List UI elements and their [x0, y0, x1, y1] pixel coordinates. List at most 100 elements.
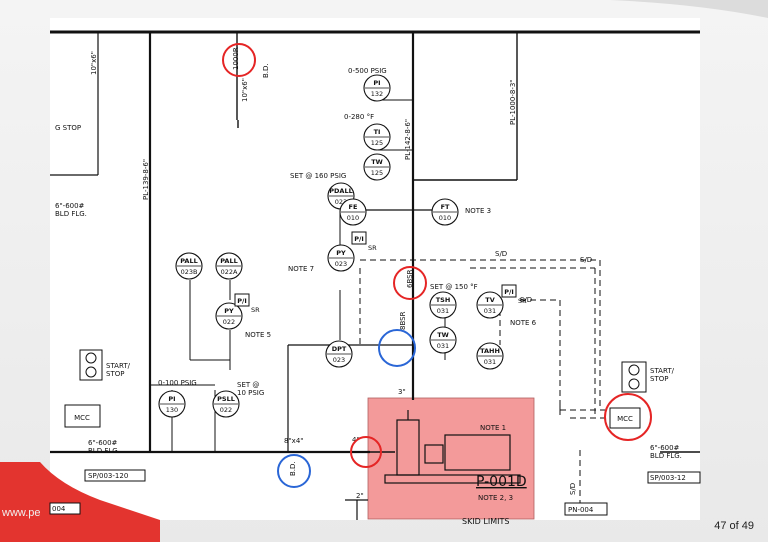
instrument-function: PI [373, 79, 380, 87]
instrument-pall-022a: PALL 022A [215, 252, 243, 280]
instrument-loop-number: 031 [484, 358, 496, 366]
set-10-label: SET @10 PSIG [237, 381, 264, 397]
transducer-sub: SR [251, 306, 260, 314]
pump-p001d [384, 410, 521, 484]
bld-flg-right-label: 6"-600#BLD FLG. [650, 444, 682, 460]
instrument-loop-number: 023B [181, 268, 198, 276]
three-in-label: 3" [398, 388, 406, 396]
pump-skid-highlight [367, 397, 535, 520]
slide-banner [0, 462, 160, 542]
instrument-function: PY [224, 307, 234, 315]
g-stop-label: G STOP [55, 124, 81, 132]
instrument-function: TW [371, 158, 383, 166]
bottom-left-box [49, 502, 81, 515]
sd-label-2: S/D [580, 256, 592, 264]
instrument-loop-number: 010 [439, 214, 451, 222]
mcc-right-label: MCC [617, 415, 633, 423]
instrument-psll-022: PSLL 022 [212, 390, 240, 418]
note1-label: NOTE 1 [480, 424, 506, 432]
instrument-loop-number: 023 [335, 260, 347, 268]
start-stop-left-label: START/STOP [106, 362, 131, 378]
instrument-loop-number: 031 [437, 307, 449, 315]
instrument-loop-number: 023 [335, 198, 347, 206]
sd-label-1: S/D [495, 250, 507, 258]
instrument-layer: PI132TI125TW125PDALL023FE010FT010PY023PA… [158, 74, 504, 418]
mcc-right-box [609, 407, 641, 429]
note5-label: NOTE 5 [245, 331, 271, 339]
pump-notes: NOTE 2, 3 [478, 494, 513, 502]
website-text: www.pe [2, 507, 41, 519]
pipe-right-label: PL-1000-8-3" [509, 79, 517, 125]
instrument-function: TW [437, 331, 449, 339]
transducer-label: P/I [504, 288, 514, 296]
highlights [222, 43, 652, 488]
bottom-left-label: 004 [52, 505, 66, 513]
highlight-blue-circle [378, 329, 416, 367]
sp-left-label: SP/003-120 [88, 472, 128, 480]
start-stop-right-label: START/STOP [650, 367, 675, 383]
instrument-loop-number: 125 [371, 169, 383, 177]
highlight-red-circle [222, 43, 256, 77]
transducer-box [234, 293, 250, 307]
transducer-pi-box-3: P/I SR [501, 284, 527, 305]
instrument-loop-number: 130 [166, 406, 178, 414]
instrument-loop-number: 010 [347, 214, 359, 222]
instrument-loop-number: 031 [437, 342, 449, 350]
sd-label-3: S/D [520, 296, 532, 304]
instrument-loop-number: 022A [221, 268, 238, 276]
transducer-sub: SR [518, 297, 527, 305]
pushbutton-icon [628, 364, 640, 376]
instrument-function: TV [485, 296, 494, 304]
note3-label: NOTE 3 [465, 207, 491, 215]
bld-flg-bl-label: 6"-600#BLD FLG. [88, 439, 120, 455]
transducer-label: P/I [237, 297, 247, 305]
page-indicator: 47 of 49 [714, 520, 754, 532]
instrument-function: TI [374, 128, 381, 136]
bd-small-label: B.D. [289, 461, 297, 476]
skid-limits-label: SKID LIMITS [462, 517, 509, 526]
instrument-function: PALL [220, 257, 237, 265]
instrument-loop-number: 022 [223, 318, 235, 326]
instrument-loop-number: 031 [484, 307, 496, 315]
instrument-tv-031: TV 031 [476, 291, 504, 319]
instrument-function: FE [349, 203, 358, 211]
pi-100-label: 0-100 PSIG [158, 379, 197, 387]
instrument-loop-number: 022 [220, 406, 232, 414]
pushbutton-icon [628, 378, 640, 390]
sd-vertical-label: S/D [569, 483, 577, 495]
set-150-label: SET @ 150 °F [430, 283, 478, 291]
slide-swoosh [610, 0, 768, 18]
instrument-fe-010: FE 010 [339, 198, 367, 226]
instrument-py-022: PY 022 [215, 302, 243, 330]
reducer-label: 8"x4" [284, 437, 304, 445]
instrument-function: PSLL [217, 395, 235, 403]
instrument-tw-031: TW 031 [429, 326, 457, 354]
instrument-function: PDALL [329, 187, 352, 195]
transducer-pi-box-2: P/I SR [234, 293, 260, 314]
pn-tag: PN-004 [568, 506, 594, 514]
note6-label: NOTE 6 [510, 319, 537, 327]
transducer-box [351, 231, 367, 245]
ti-range-label: 0-280 °F [344, 113, 374, 121]
valve-mid-label: 6BSR [406, 269, 414, 288]
sp-left-box [84, 469, 146, 482]
top-size-label: 10"x6" [241, 78, 249, 102]
bld-flg-left-label: 6"-600#BLD FLG. [55, 202, 87, 218]
pump-tag: P-001D [476, 474, 527, 490]
two-in-label: 2" [356, 492, 364, 500]
highlight-blue-circle [277, 454, 311, 488]
transducer-pi-box-1: P/ISR [351, 231, 377, 252]
transducer-label: P/I [354, 235, 364, 243]
pipe-mid-label: PL-142-8-6" [404, 119, 412, 160]
top-valve-label: 1000R [232, 47, 240, 70]
